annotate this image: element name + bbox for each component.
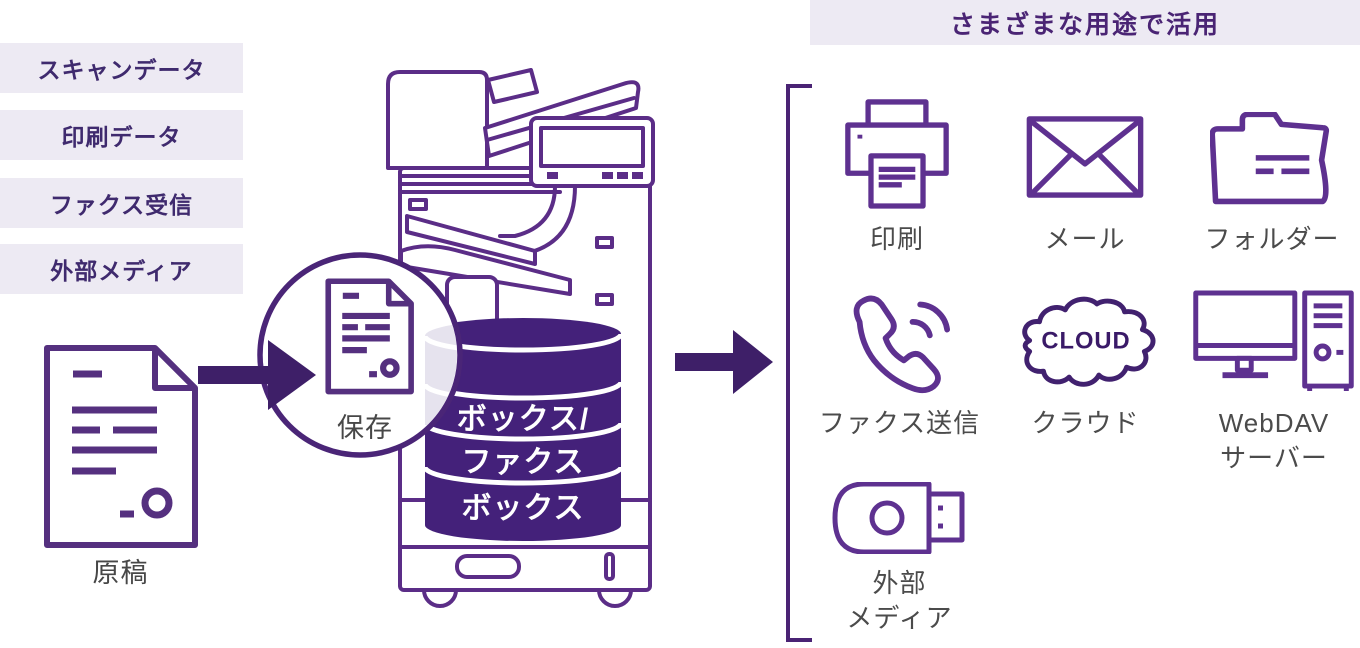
usage-label: WebDAV サーバー bbox=[1219, 406, 1330, 476]
usage-title-bar: さまざまな用途で活用 bbox=[810, 0, 1360, 45]
usage-label: フォルダー bbox=[1204, 224, 1340, 254]
usage-item-mail: メール bbox=[1005, 92, 1165, 257]
usage-label: 印刷 bbox=[869, 224, 924, 254]
usb-icon bbox=[832, 482, 965, 554]
document-icon bbox=[44, 345, 198, 548]
usage-item-print: 印刷 bbox=[817, 92, 977, 257]
save-document-icon bbox=[325, 278, 414, 395]
usage-item-folder: フォルダー bbox=[1192, 92, 1352, 257]
source-label: ファクス受信 bbox=[49, 192, 194, 218]
original-doc-label: 原稿 bbox=[92, 558, 149, 588]
storage-cylinder: ボックス/ ファクス ボックス bbox=[423, 318, 623, 541]
magnifier-circle bbox=[257, 252, 463, 458]
arrow-right-icon bbox=[198, 340, 316, 410]
usage-label: クラウド bbox=[1031, 408, 1140, 438]
usage-label-line2: サーバー bbox=[1220, 443, 1328, 474]
folder-icon bbox=[1209, 112, 1329, 205]
usage-label-line2: メディア bbox=[846, 603, 953, 634]
usage-item-webdav: WebDAV サーバー bbox=[1190, 288, 1358, 476]
source-label: 印刷データ bbox=[61, 124, 182, 150]
source-bar-print-data: 印刷データ bbox=[0, 110, 243, 160]
usage-label-line1: 外部 bbox=[872, 568, 927, 598]
arrow-right-icon bbox=[675, 330, 773, 394]
source-bar-scan: スキャンデータ bbox=[0, 43, 243, 93]
source-label: 外部メディア bbox=[50, 258, 193, 284]
printer-icon bbox=[845, 99, 949, 209]
usage-label: 外部 メディア bbox=[846, 566, 952, 636]
usage-item-cloud: CLOUD クラウド bbox=[1003, 288, 1168, 441]
cylinder-line-3: ボックス bbox=[461, 492, 584, 525]
usage-label-line1: WebDAV bbox=[1218, 408, 1330, 438]
usage-label: ファクス送信 bbox=[818, 408, 981, 438]
save-label: 保存 bbox=[337, 413, 393, 443]
source-bar-fax-receive: ファクス受信 bbox=[0, 178, 243, 228]
cylinder-line-2: ファクス bbox=[461, 446, 584, 479]
cylinder-line-1: ボックス/ bbox=[457, 403, 589, 436]
mail-icon bbox=[1026, 116, 1144, 198]
cloud-text: CLOUD bbox=[1041, 328, 1130, 354]
fax-send-icon bbox=[853, 295, 950, 394]
source-label: スキャンデータ bbox=[37, 57, 206, 83]
cloud-icon: CLOUD bbox=[1021, 296, 1155, 387]
usage-label: メール bbox=[1044, 224, 1126, 254]
usage-item-external-media: 外部 メディア bbox=[812, 478, 987, 636]
bracket bbox=[786, 84, 812, 642]
usage-item-fax-send: ファクス送信 bbox=[802, 288, 997, 441]
source-bar-external-media: 外部メディア bbox=[0, 244, 243, 294]
webdav-server-icon bbox=[1192, 290, 1354, 392]
usage-title: さまざまな用途で活用 bbox=[949, 10, 1220, 39]
